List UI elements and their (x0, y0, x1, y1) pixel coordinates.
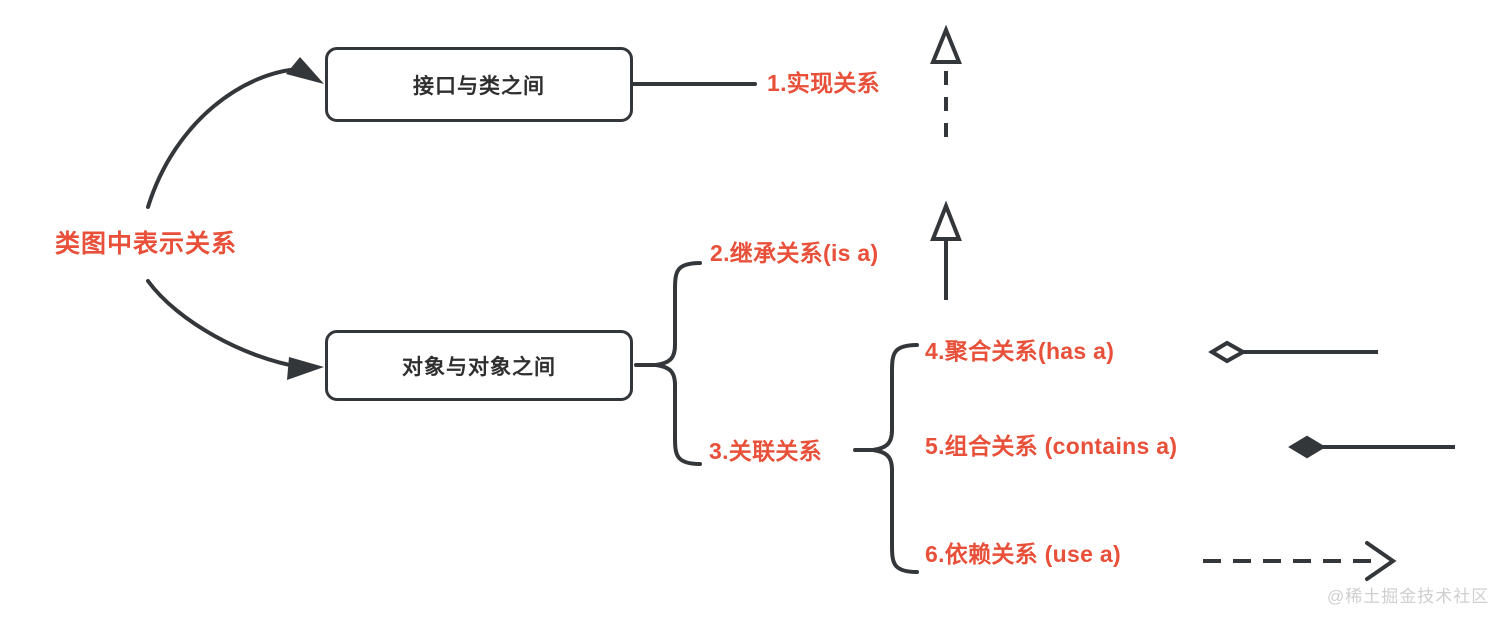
interface-class-box[interactable]: 接口与类之间 (325, 47, 633, 122)
relation-label-aggregation: 4.聚合关系(has a) (925, 338, 1115, 364)
connector-root-to-interface-box (146, 57, 324, 209)
relation-label-dependency: 6.依赖关系 (use a) (925, 541, 1121, 567)
uml-composition-symbol (1288, 435, 1455, 459)
uml-aggregation-symbol (1208, 340, 1378, 364)
uml-inheritance-symbol (930, 200, 962, 300)
connector-root-to-object-box (146, 279, 324, 380)
uml-realization-symbol (930, 24, 962, 137)
interface-class-box-label: 接口与类之间 (413, 74, 545, 98)
brace-association (853, 343, 919, 574)
object-object-box[interactable]: 对象与对象之间 (325, 330, 633, 401)
relation-label-inheritance: 2.继承关系(is a) (710, 240, 879, 266)
relation-label-realization: 1.实现关系 (767, 70, 880, 96)
watermark: @稀土掘金技术社区 (1327, 587, 1490, 606)
relation-label-association: 3.关联关系 (709, 438, 822, 464)
uml-dependency-symbol (1203, 541, 1397, 581)
object-object-box-label: 对象与对象之间 (402, 355, 556, 379)
brace-object-box (634, 261, 702, 466)
relation-label-composition: 5.组合关系 (contains a) (925, 433, 1178, 459)
root-label: 类图中表示关系 (55, 230, 238, 258)
